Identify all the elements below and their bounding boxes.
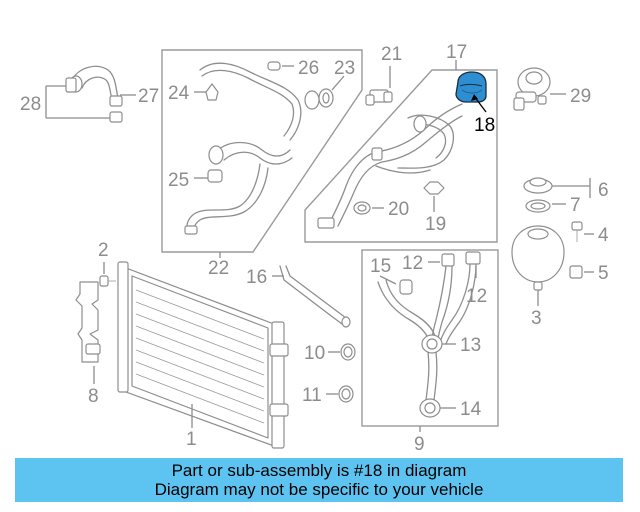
label-28: 28: [20, 94, 41, 115]
banner-line-2: Diagram may not be specific to your vehi…: [154, 480, 484, 499]
part-fitting-21: [365, 89, 393, 106]
info-banner: Part or sub-assembly is #18 in diagram D…: [15, 458, 623, 502]
label-24: 24: [168, 83, 190, 104]
part-sensor-26: [267, 61, 281, 71]
label-2: 2: [98, 240, 109, 261]
part-seal-7: [525, 199, 551, 213]
banner-line-1: Part or sub-assembly is #18 in diagram: [171, 461, 467, 480]
label-10: 10: [304, 343, 325, 364]
label-12-a: 12: [402, 253, 423, 274]
label-29: 29: [570, 86, 591, 107]
part-radiator-1: [117, 261, 289, 449]
label-9: 9: [414, 434, 425, 455]
label-22: 22: [208, 258, 229, 279]
part-sensor-15: [399, 279, 413, 295]
part-hose-22-upper: [184, 62, 320, 235]
part-clips-12: [441, 251, 481, 267]
label-27: 27: [138, 86, 159, 107]
part-clamp-19: [423, 181, 445, 195]
part-oring-11: [338, 385, 354, 403]
part-hose-27: [65, 65, 123, 123]
part-pipe-16: [279, 265, 351, 328]
part-bracket-8: [75, 281, 101, 363]
part-18-highlighted: [455, 71, 487, 103]
label-25: 25: [168, 170, 189, 191]
label-6: 6: [598, 180, 609, 201]
part-cap-6: [523, 177, 553, 194]
label-23: 23: [334, 58, 355, 79]
label-12-b: 12: [466, 286, 487, 307]
part-bolt-4: [571, 221, 583, 242]
part-oring-10: [340, 343, 356, 361]
group-box-17: [304, 69, 498, 243]
part-clamp-23: [318, 88, 334, 108]
label-3: 3: [531, 308, 542, 329]
part-hose-9: [377, 263, 477, 418]
label-5: 5: [598, 263, 609, 284]
label-14: 14: [460, 399, 482, 420]
label-21: 21: [381, 44, 402, 65]
part-coolant-pipe-17: [317, 103, 463, 229]
label-8: 8: [88, 386, 99, 407]
label-15: 15: [370, 256, 391, 277]
part-clamp-25: [207, 169, 223, 183]
label-20: 20: [388, 199, 409, 220]
label-19: 19: [425, 214, 446, 235]
part-clip-24: [205, 83, 219, 101]
label-13: 13: [460, 335, 481, 356]
label-16: 16: [246, 267, 267, 288]
part-clamp-20: [353, 201, 371, 215]
label-17: 17: [446, 42, 467, 63]
part-pump-29: [513, 67, 551, 111]
label-11: 11: [302, 385, 322, 406]
label-4: 4: [598, 225, 609, 246]
part-tank-3: [511, 225, 565, 291]
label-1: 1: [186, 429, 197, 450]
part-bolt-2: [99, 275, 116, 287]
group-box-22: [161, 49, 363, 253]
label-26: 26: [298, 58, 319, 79]
part-clip-5: [569, 265, 583, 279]
label-18: 18: [474, 115, 495, 136]
label-7: 7: [570, 195, 581, 216]
group-box-9: [361, 249, 499, 427]
